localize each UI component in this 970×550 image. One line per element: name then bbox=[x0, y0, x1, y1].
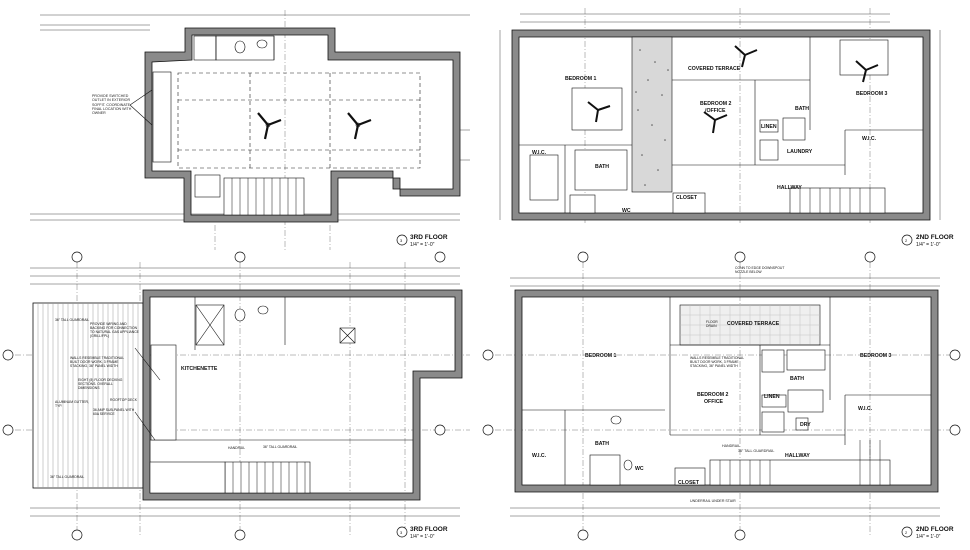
ceiling-fan-icon bbox=[855, 60, 879, 83]
room-label: WC bbox=[635, 466, 644, 472]
room-label: W.I.C. bbox=[532, 453, 547, 459]
terrace-tile bbox=[680, 305, 820, 345]
note: HANDRAIL bbox=[228, 446, 246, 450]
plan-bottom-right: BEDROOM 1 COVERED TERRACE BEDROOM 3 BEDR… bbox=[482, 251, 961, 541]
section-marker bbox=[396, 234, 408, 246]
stair-bl bbox=[224, 461, 311, 494]
room-label: CLOSET bbox=[678, 480, 700, 486]
plan-scale-tl: 1/4" = 1'-0" bbox=[410, 242, 435, 248]
ceiling-fan-icon bbox=[257, 112, 282, 140]
plan-top-right: BEDROOM 1 COVERED TERRACE BEDROOM 3 BEDR… bbox=[499, 8, 954, 248]
section-marker bbox=[901, 234, 913, 246]
room-label: BEDROOM 2 bbox=[700, 101, 732, 107]
ceiling-fan-icon bbox=[347, 112, 372, 140]
section-marker bbox=[396, 526, 408, 538]
ceiling-fan-icon bbox=[703, 111, 728, 134]
note: FLOOR DRAIN bbox=[706, 320, 718, 328]
plan-scale-tr: 1/4" = 1'-0" bbox=[916, 242, 941, 248]
note: 36" TALL GUARDRAIL bbox=[263, 445, 298, 449]
room-label: BATH bbox=[595, 441, 609, 447]
room-label: BEDROOM 2 bbox=[697, 392, 729, 398]
note: WALLS RESEMBLE TRADITIONAL BUILT DOOR WO… bbox=[690, 356, 744, 368]
room-label: HALLWAY bbox=[785, 453, 810, 459]
deck-hatch bbox=[37, 303, 139, 488]
room-label: BEDROOM 3 bbox=[860, 353, 892, 359]
note: HANDRAIL bbox=[722, 444, 740, 448]
note: EIGHT (8) FLOOR DECKING SECTIONS. OVERAL… bbox=[78, 378, 123, 390]
room-label: W.I.C. bbox=[858, 406, 873, 412]
note: ROOFTOP DECK bbox=[110, 398, 138, 402]
ceiling-fan-icon bbox=[734, 45, 758, 68]
note: ALUMINUM GUTTER, TYP. bbox=[55, 400, 89, 408]
room-label: COVERED TERRACE bbox=[727, 321, 780, 327]
room-label: W.I.C. bbox=[532, 150, 547, 156]
ceiling-fan-icon bbox=[587, 101, 611, 123]
room-label: KITCHENETTE bbox=[181, 366, 218, 372]
room-label: W.I.C. bbox=[862, 136, 877, 142]
room-label: /OFFICE bbox=[705, 108, 726, 114]
room-label: COVERED TERRACE bbox=[688, 66, 741, 72]
room-label: BATH bbox=[595, 164, 609, 170]
note: PROVIDE WIRING AND BACKING FOR CONNECTIO… bbox=[90, 322, 139, 338]
note: 36 AMP SUB-PANEL WITH 60A SERVICE bbox=[93, 408, 135, 416]
note: WALLS RESEMBLE TRADITIONAL BUILT DOOR WO… bbox=[70, 356, 124, 368]
room-label: LINEN bbox=[761, 124, 777, 130]
room-label: BATH bbox=[790, 376, 804, 382]
stair-tr bbox=[789, 187, 886, 214]
plan-title-br: 2ND FLOOR bbox=[916, 526, 954, 533]
plan-scale-bl: 1/4" = 1'-0" bbox=[410, 534, 435, 540]
note: 36" TALL GUARDRAIL bbox=[55, 318, 90, 322]
note: CONN TO EDGE DOWNSPOUT NOZZLE BELOW bbox=[735, 266, 785, 274]
stair-br bbox=[709, 440, 891, 486]
room-label: LINEN bbox=[764, 394, 780, 400]
grid-bubble bbox=[2, 251, 446, 541]
plan-bottom-left: KITCHENETTE 36" TALL GUARDRAIL PROVIDE W… bbox=[2, 251, 470, 541]
grid-bubble bbox=[482, 251, 961, 541]
room-label: WC bbox=[622, 208, 631, 214]
room-label: BEDROOM 1 bbox=[585, 353, 617, 359]
room-label: HALLWAY bbox=[777, 185, 802, 191]
section-marker bbox=[901, 526, 913, 538]
svg-text:3: 3 bbox=[400, 238, 403, 243]
room-label: LAUNDRY bbox=[787, 149, 813, 155]
stair-tl bbox=[223, 177, 305, 216]
room-label: BATH bbox=[795, 106, 809, 112]
note: 36" TALL GUARDRAIL bbox=[738, 449, 774, 453]
svg-text:3: 3 bbox=[400, 530, 403, 535]
room-label: CLOSET bbox=[676, 195, 698, 201]
svg-text:2: 2 bbox=[905, 238, 908, 243]
room-label: OFFICE bbox=[704, 399, 724, 405]
room-label: BEDROOM 1 bbox=[565, 76, 597, 82]
room-label: BEDROOM 3 bbox=[856, 91, 888, 97]
plan-title-tr: 2ND FLOOR bbox=[916, 234, 954, 241]
note: 36" TALL GUARDRAIL bbox=[50, 475, 85, 479]
svg-text:2: 2 bbox=[905, 530, 908, 535]
plan-top-left: PROVIDE SWITCHED OUTLET IN EXTERIOR SOFF… bbox=[30, 10, 470, 250]
room-label: DRY bbox=[800, 422, 811, 428]
note-switched-outlet: PROVIDE SWITCHED OUTLET IN EXTERIOR SOFF… bbox=[92, 94, 132, 116]
plan-title-bl: 3RD FLOOR bbox=[410, 526, 448, 533]
plan-scale-br: 1/4" = 1'-0" bbox=[916, 534, 941, 540]
note: UNDERRAIL UNDER STAIR bbox=[690, 499, 736, 503]
plan-title-tl: 3RD FLOOR bbox=[410, 234, 448, 241]
